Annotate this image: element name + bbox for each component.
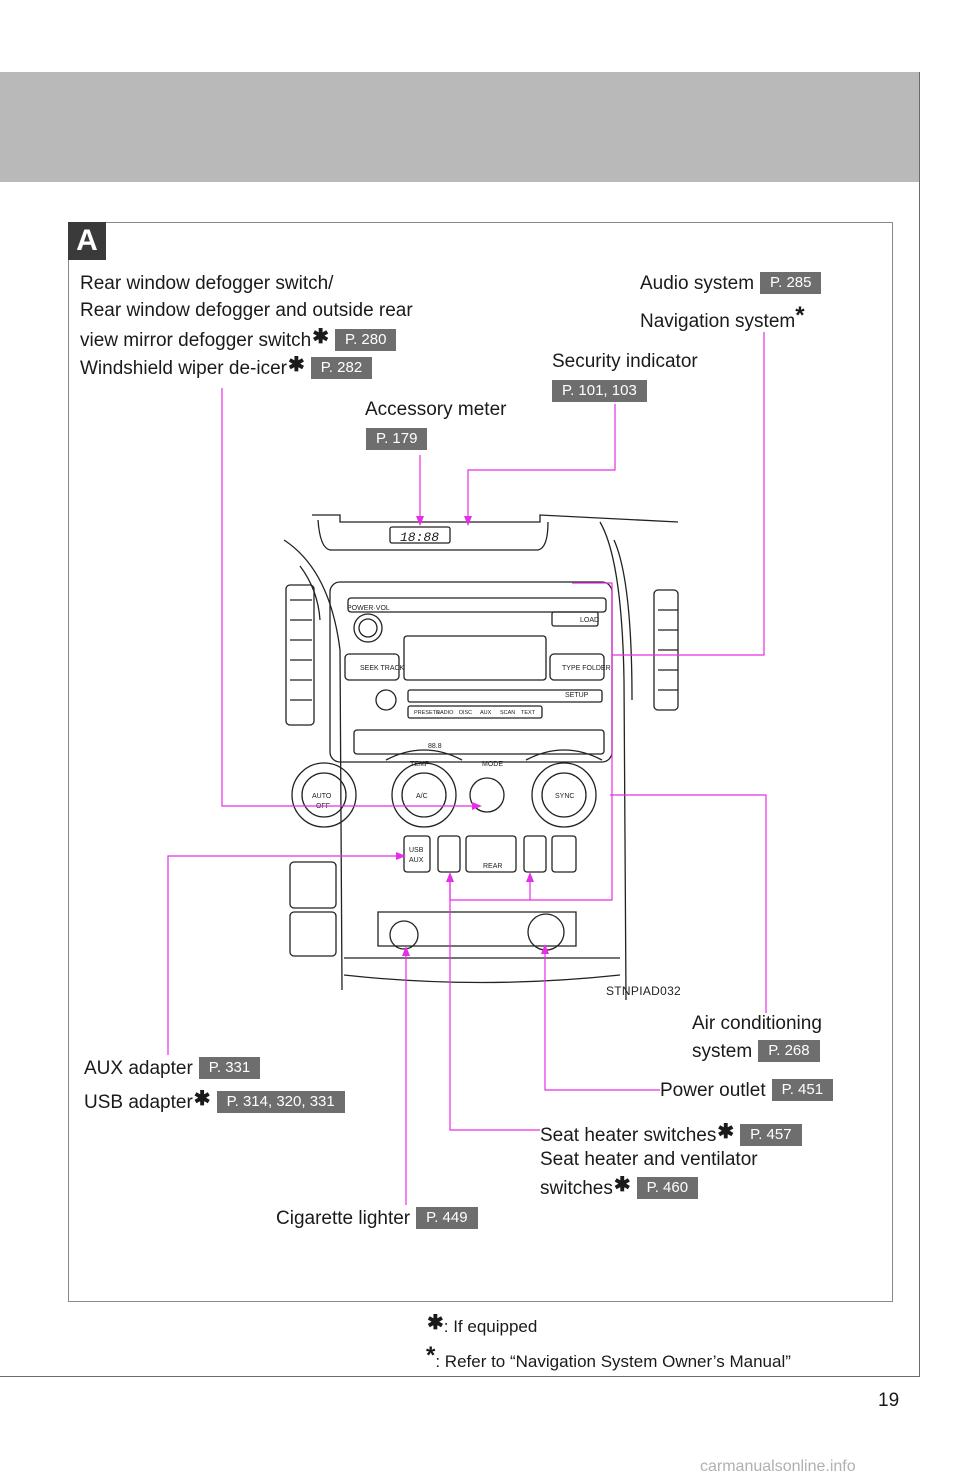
if-equipped-mark: ✱ (613, 1174, 631, 1196)
panel-label-setup: SETUP (565, 692, 589, 699)
callout-security-indicator: Security indicator (552, 351, 698, 372)
panel-label-seek-track: SEEK TRACK (360, 665, 405, 672)
frame-right-rule (919, 72, 920, 1377)
callout-air-conditioning-line1: Air conditioning (692, 1013, 822, 1034)
preset-label: TEXT (521, 710, 536, 716)
panel-label-power-vol: POWER·VOL (347, 605, 390, 612)
callout-navigation-system: Navigation system* (640, 302, 805, 332)
callout-rear-defogger-line3: view mirror defogger switch✱P. 280 (80, 324, 397, 354)
frame-bottom-rule (0, 1376, 920, 1377)
if-equipped-mark: ✱ (717, 1121, 735, 1143)
leader-arrows (396, 516, 549, 956)
preset-label: AUX (480, 710, 492, 716)
panel-label-ac: A/C (416, 793, 428, 800)
clock-display: 18:88 (400, 530, 439, 545)
page-ref-badge: P. 449 (416, 1206, 478, 1229)
page-ref-badge: P. 460 (636, 1176, 699, 1199)
leader-lines (167, 332, 767, 1205)
refer-nav-mark: * (795, 302, 805, 329)
footnote-refer-nav: *: Refer to “Navigation System Owner’s M… (426, 1342, 791, 1371)
callout-usb-adapter: USB adapter✱P. 314, 320, 331 (84, 1086, 345, 1116)
callout-seat-heater-vent-line2: switches✱P. 460 (540, 1172, 699, 1202)
refer-nav-mark: * (426, 1342, 436, 1369)
section-letter-tab: A (68, 222, 106, 260)
panel-label-rear: REAR (483, 863, 502, 870)
if-equipped-mark: ✱ (427, 1312, 444, 1334)
page-ref-badge: P. 314, 320, 331 (216, 1090, 345, 1113)
page-ref-badge: P. 280 (335, 328, 397, 351)
preset-label: DISC (459, 710, 472, 716)
preset-label: RADIO (436, 710, 454, 716)
panel-label-load: LOAD (580, 617, 599, 624)
security-indicator-ref: P. 101, 103 (552, 380, 647, 402)
preset-label: PRESETS (414, 710, 440, 716)
callout-seat-heater-vent-line1: Seat heater and ventilator (540, 1149, 758, 1170)
preset-label: SCAN (500, 710, 515, 716)
accessory-meter-ref: P. 179 (366, 428, 428, 450)
page-ref-badge: P. 268 (758, 1039, 820, 1062)
callout-rear-defogger-line1: Rear window defogger switch/ (80, 273, 334, 294)
panel-label-driver-temp: 88.8 (428, 743, 442, 750)
if-equipped-mark: ✱ (193, 1088, 211, 1110)
callout-accessory-meter: Accessory meter (365, 399, 507, 420)
footnote-if-equipped: ✱: If equipped (427, 1312, 538, 1336)
watermark: carmanualsonline.info (700, 1458, 856, 1475)
callout-rear-defogger-line2: Rear window defogger and outside rear (80, 300, 413, 321)
header-band (0, 72, 920, 182)
panel-label-usb: USB (409, 847, 424, 854)
drawing-id: STNPIAD032 (606, 984, 682, 998)
if-equipped-mark: ✱ (287, 354, 305, 376)
page-ref-badge: P. 282 (310, 356, 373, 379)
panel-label-auto: AUTO (312, 793, 332, 800)
if-equipped-mark: ✱ (312, 326, 330, 348)
page-ref-badge: P. 285 (760, 271, 822, 294)
panel-label-type-folder: TYPE FOLDER (562, 665, 611, 672)
panel-label-mode: MODE (482, 761, 503, 768)
page-number: 19 (878, 1390, 900, 1411)
callout-wiper-deicer: Windshield wiper de-icer✱P. 282 (80, 352, 373, 382)
preset-labels: PRESETS RADIO DISC AUX SCAN TEXT (414, 710, 536, 716)
panel-label-sync: SYNC (555, 793, 574, 800)
panel-label-temp: TEMP (410, 761, 430, 768)
page-ref-badge: P. 457 (740, 1123, 802, 1146)
callout-seat-heater: Seat heater switches✱P. 457 (540, 1119, 802, 1149)
page-ref-badge: P. 331 (198, 1056, 261, 1079)
panel-label-aux: AUX (409, 857, 424, 864)
page-ref-badge: P. 451 (771, 1078, 834, 1101)
